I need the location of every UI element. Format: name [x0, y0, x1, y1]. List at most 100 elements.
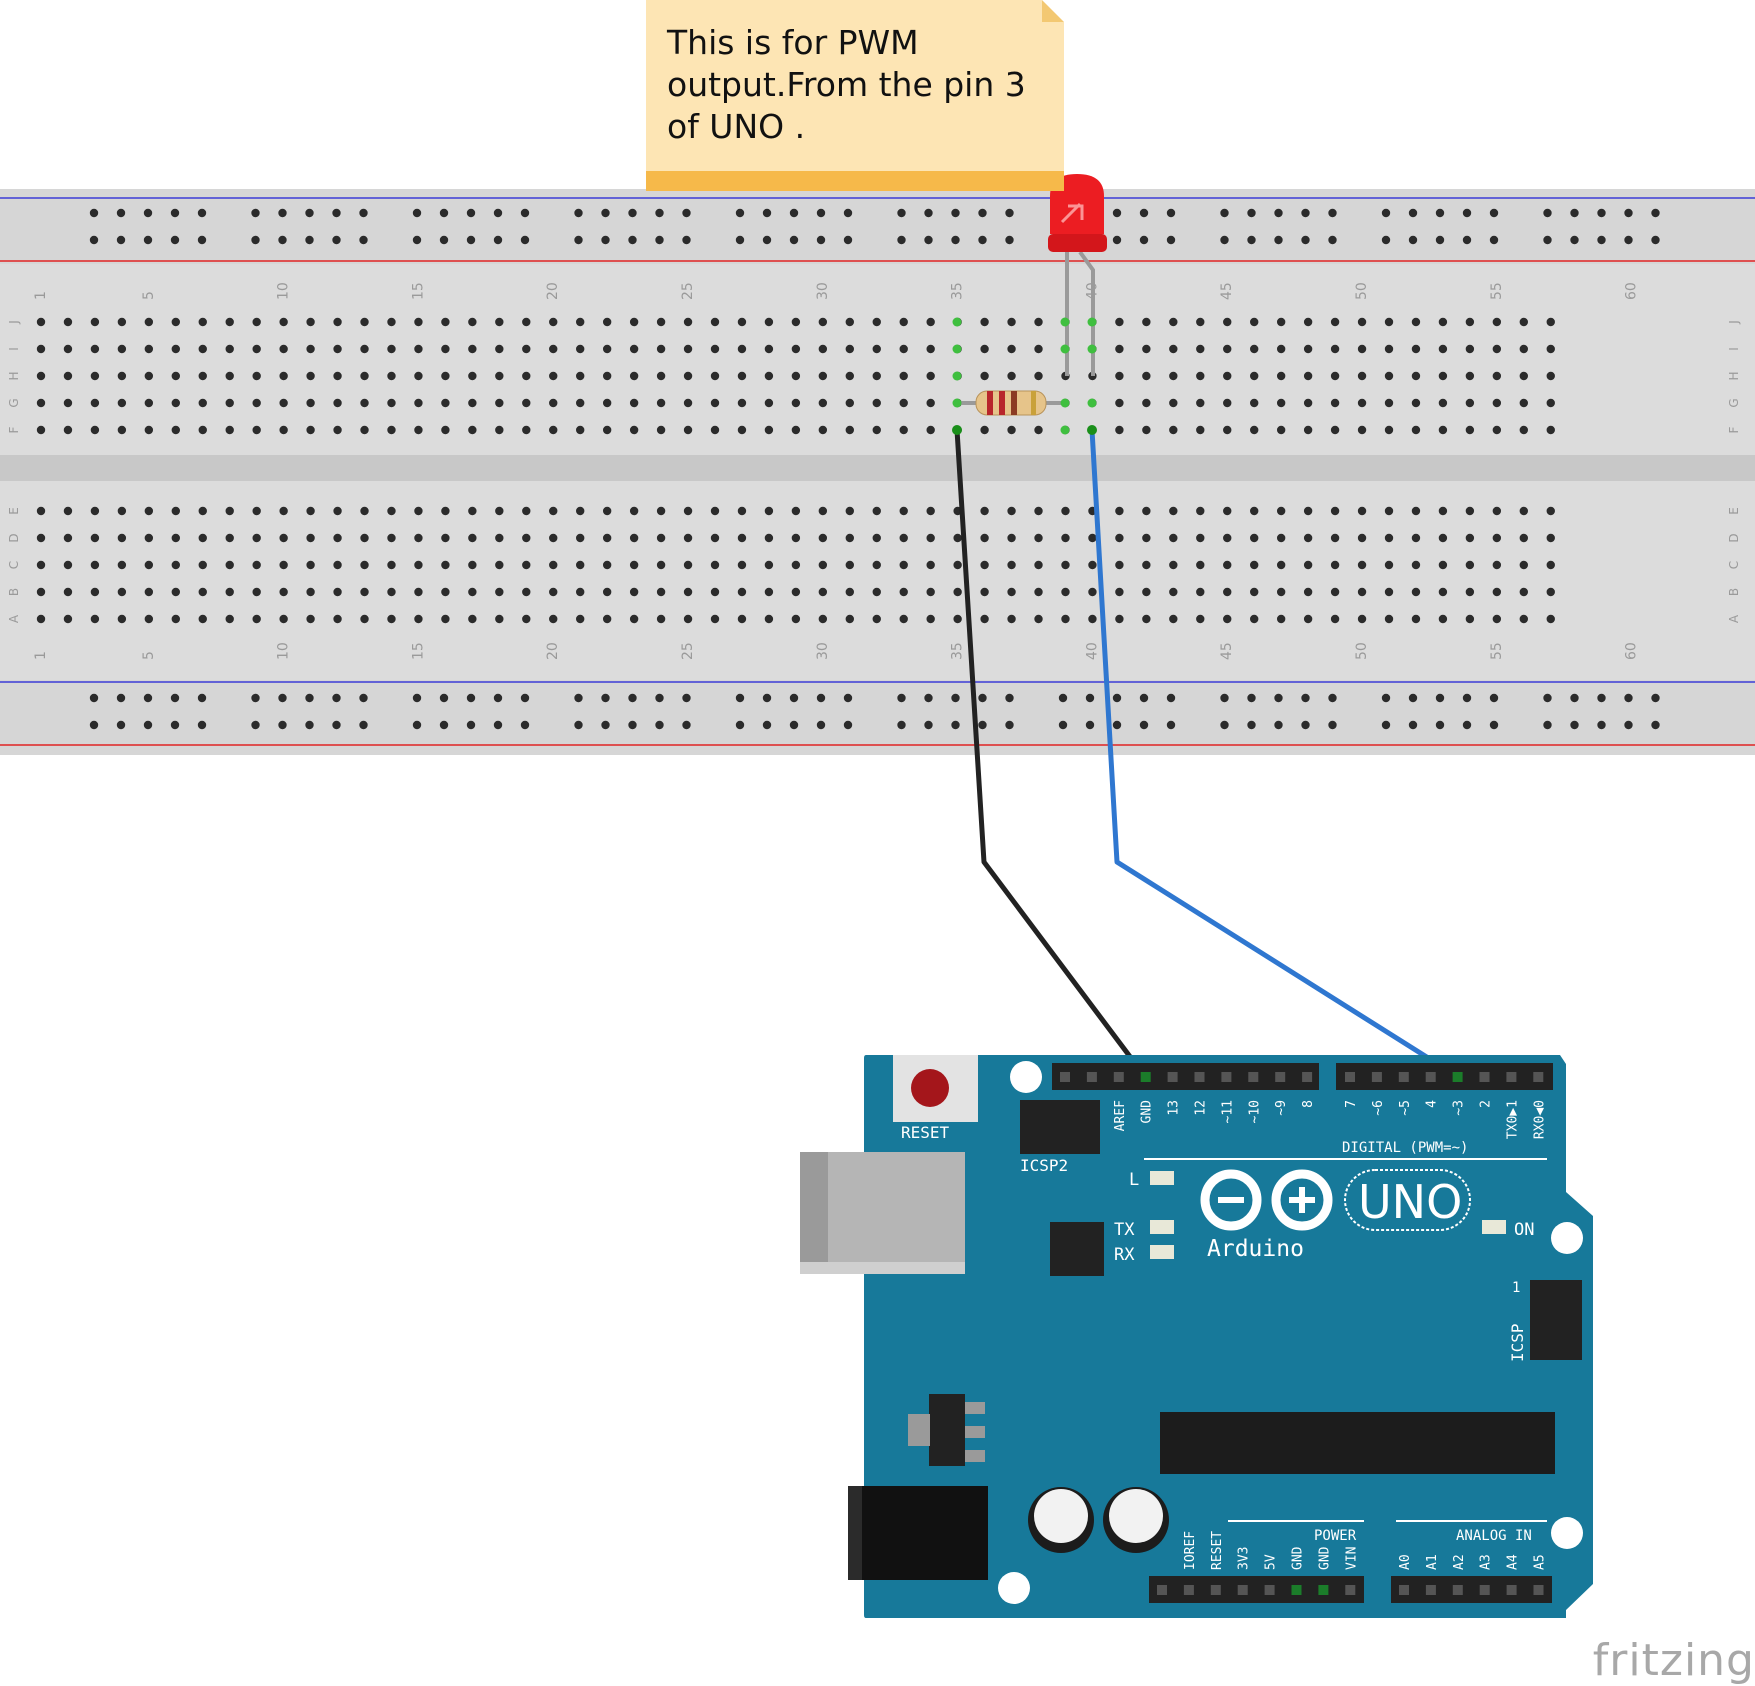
breadboard-hole[interactable] — [252, 344, 261, 354]
header-pin[interactable] — [1183, 1585, 1194, 1595]
breadboard-hole[interactable] — [1169, 560, 1178, 570]
breadboard-hole[interactable] — [1438, 398, 1448, 408]
breadboard-hole[interactable] — [926, 344, 935, 354]
breadboard-hole[interactable] — [710, 317, 720, 327]
breadboard-hole[interactable] — [90, 371, 100, 381]
rail-hole[interactable] — [1624, 720, 1633, 730]
header-pin[interactable] — [1318, 1585, 1329, 1595]
breadboard-hole[interactable] — [549, 506, 558, 516]
breadboard-hole[interactable] — [279, 506, 288, 516]
breadboard-hole[interactable] — [522, 506, 531, 516]
breadboard-hole[interactable] — [1330, 560, 1340, 570]
rail-hole[interactable] — [1435, 720, 1445, 730]
rail-hole[interactable] — [520, 235, 530, 245]
breadboard-hole[interactable] — [1330, 506, 1340, 516]
breadboard-hole[interactable] — [171, 533, 180, 543]
breadboard-hole[interactable] — [144, 371, 154, 381]
rail-hole[interactable] — [1570, 693, 1579, 703]
breadboard-hole[interactable] — [683, 614, 693, 624]
breadboard-hole[interactable] — [1169, 587, 1178, 597]
breadboard-hole[interactable] — [1115, 425, 1124, 435]
breadboard-hole[interactable] — [899, 560, 908, 570]
breadboard-hole[interactable] — [495, 560, 504, 570]
breadboard-hole[interactable] — [306, 614, 315, 624]
breadboard-hole[interactable] — [1250, 344, 1259, 354]
breadboard-hole[interactable] — [198, 317, 207, 327]
breadboard-hole[interactable] — [737, 425, 747, 435]
breadboard-hole[interactable] — [1357, 614, 1367, 624]
rail-hole[interactable] — [1381, 235, 1391, 245]
rail-hole[interactable] — [655, 693, 664, 703]
rail-hole[interactable] — [978, 720, 987, 730]
breadboard-hole[interactable] — [980, 614, 989, 624]
breadboard-hole[interactable] — [36, 317, 46, 327]
breadboard-hole[interactable] — [1330, 614, 1340, 624]
breadboard-hole[interactable] — [710, 614, 720, 624]
rail-hole[interactable] — [359, 208, 368, 218]
rail-hole[interactable] — [628, 235, 637, 245]
breadboard-hole[interactable] — [1007, 614, 1016, 624]
breadboard-hole[interactable] — [1492, 398, 1502, 408]
breadboard-hole[interactable] — [1196, 533, 1205, 543]
header-pin[interactable] — [1291, 1585, 1302, 1595]
breadboard-hole[interactable] — [306, 533, 315, 543]
rail-hole[interactable] — [197, 208, 207, 218]
rail-hole[interactable] — [466, 208, 476, 218]
breadboard-hole[interactable] — [441, 344, 450, 354]
breadboard-hole[interactable] — [602, 425, 612, 435]
breadboard-hole[interactable] — [629, 506, 639, 516]
rail-hole[interactable] — [1247, 720, 1256, 730]
breadboard-hole[interactable] — [683, 506, 693, 516]
breadboard-hole[interactable] — [279, 371, 288, 381]
breadboard-hole[interactable] — [333, 506, 342, 516]
rail-hole[interactable] — [1058, 693, 1068, 703]
rail-hole[interactable] — [789, 208, 799, 218]
breadboard-hole[interactable] — [522, 398, 531, 408]
breadboard-hole[interactable] — [1465, 425, 1475, 435]
breadboard-hole[interactable] — [791, 371, 801, 381]
breadboard-hole[interactable] — [117, 506, 127, 516]
breadboard-hole[interactable] — [63, 614, 73, 624]
header-pin[interactable] — [1479, 1072, 1490, 1082]
rail-hole[interactable] — [520, 693, 530, 703]
breadboard-hole[interactable] — [1142, 506, 1151, 516]
rail-hole[interactable] — [359, 693, 368, 703]
breadboard-hole[interactable] — [522, 533, 531, 543]
breadboard-hole[interactable] — [1411, 614, 1421, 624]
rail-hole[interactable] — [251, 235, 260, 245]
breadboard-hole[interactable] — [36, 587, 46, 597]
breadboard-hole[interactable] — [468, 533, 477, 543]
breadboard-hole[interactable] — [1519, 560, 1529, 570]
header-pin[interactable] — [1345, 1072, 1355, 1082]
breadboard-hole[interactable] — [656, 344, 666, 354]
breadboard-hole[interactable] — [468, 398, 477, 408]
breadboard-hole[interactable] — [333, 614, 342, 624]
breadboard-hole[interactable] — [845, 398, 854, 408]
breadboard-hole[interactable] — [899, 344, 908, 354]
breadboard-hole[interactable] — [576, 587, 585, 597]
breadboard-hole[interactable] — [899, 587, 908, 597]
rail-hole[interactable] — [332, 235, 341, 245]
breadboard-hole[interactable] — [1330, 587, 1340, 597]
rail-hole[interactable] — [1139, 693, 1149, 703]
breadboard-hole[interactable] — [1492, 614, 1502, 624]
breadboard-hole[interactable] — [926, 533, 935, 543]
breadboard-hole[interactable] — [1276, 425, 1286, 435]
breadboard-hole[interactable] — [279, 533, 288, 543]
breadboard-hole[interactable] — [468, 344, 477, 354]
breadboard-hole[interactable] — [252, 587, 261, 597]
breadboard-hole[interactable] — [36, 425, 46, 435]
breadboard-hole[interactable] — [306, 398, 315, 408]
breadboard-hole[interactable] — [495, 317, 504, 327]
breadboard-hole[interactable] — [656, 317, 666, 327]
breadboard-hole[interactable] — [414, 560, 423, 570]
breadboard-hole[interactable] — [1384, 614, 1394, 624]
breadboard-hole[interactable] — [414, 371, 423, 381]
breadboard-hole[interactable] — [63, 317, 73, 327]
breadboard-hole[interactable] — [1465, 371, 1475, 381]
rail-hole[interactable] — [1139, 720, 1149, 730]
breadboard-hole[interactable] — [980, 506, 989, 516]
rail-hole[interactable] — [762, 235, 772, 245]
breadboard-hole[interactable] — [1223, 371, 1232, 381]
breadboard-hole[interactable] — [1519, 371, 1529, 381]
